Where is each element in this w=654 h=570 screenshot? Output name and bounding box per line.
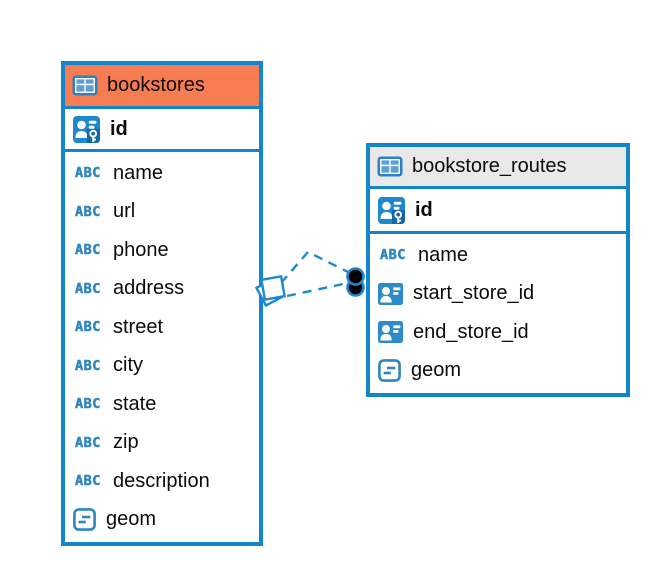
column-row[interactable]: ABC state xyxy=(65,385,259,424)
text-type-icon: ABC xyxy=(75,434,101,452)
column-name: city xyxy=(113,354,143,377)
bookstores-header[interactable]: bookstores xyxy=(65,65,259,109)
primary-key-person-icon xyxy=(378,196,405,224)
relationship-line-2[interactable] xyxy=(286,281,349,298)
column-row[interactable]: ABC name xyxy=(370,236,626,275)
column-name: street xyxy=(113,315,164,338)
column-name: address xyxy=(113,277,185,300)
text-type-icon: ABC xyxy=(380,247,406,264)
table-icon xyxy=(72,75,98,96)
column-row[interactable]: ABC street xyxy=(65,308,259,347)
column-row[interactable]: geom xyxy=(370,352,626,391)
column-name: id xyxy=(415,198,433,221)
table-bookstore-routes[interactable]: bookstore_routes id ABC name xyxy=(366,143,630,397)
column-name: zip xyxy=(113,431,139,454)
table-title: bookstore_routes xyxy=(412,155,567,177)
column-name: name xyxy=(113,161,164,184)
text-type-icon: ABC xyxy=(75,319,101,336)
table-title: bookstores xyxy=(107,74,205,96)
table-icon xyxy=(377,156,403,177)
text-type-icon: ABC xyxy=(75,242,101,259)
column-row-id[interactable]: id xyxy=(65,109,259,152)
column-row[interactable]: ABC url xyxy=(65,193,259,232)
text-type-icon: ABC xyxy=(75,165,101,182)
routes-header[interactable]: bookstore_routes xyxy=(370,147,626,189)
column-row[interactable]: end_store_id xyxy=(370,313,626,352)
column-name: start_store_id xyxy=(413,282,535,305)
relationship-line-1[interactable] xyxy=(280,250,353,284)
column-name: name xyxy=(418,243,469,266)
column-name: id xyxy=(110,117,128,140)
column-name: description xyxy=(113,469,210,492)
column-row[interactable]: ABC phone xyxy=(65,231,259,270)
column-name: url xyxy=(113,200,136,223)
column-row[interactable]: ABC zip xyxy=(65,424,259,463)
geometry-type-icon xyxy=(73,508,96,532)
text-type-icon: ABC xyxy=(75,473,101,490)
dot-cardinality-marker[interactable] xyxy=(346,267,365,297)
routes-columns: ABC name start_store_id xyxy=(370,234,626,393)
column-row[interactable]: ABC description xyxy=(65,462,259,501)
column-row-id[interactable]: id xyxy=(370,189,626,234)
column-row[interactable]: ABC name xyxy=(65,154,259,193)
column-row[interactable]: ABC address xyxy=(65,270,259,309)
text-type-icon: ABC xyxy=(75,357,101,375)
column-name: phone xyxy=(113,238,169,261)
bookstores-columns: ABC name ABC url ABC phone ABC address A… xyxy=(65,152,259,542)
foreign-key-person-icon xyxy=(378,282,403,305)
column-row[interactable]: geom xyxy=(65,501,259,540)
column-row[interactable]: ABC city xyxy=(65,347,259,386)
column-name: state xyxy=(113,392,157,415)
foreign-key-person-icon xyxy=(378,321,403,344)
table-bookstores[interactable]: bookstores id ABC name ABC url xyxy=(61,61,263,546)
text-type-icon: ABC xyxy=(75,203,101,221)
text-type-icon: ABC xyxy=(75,280,101,298)
column-name: end_store_id xyxy=(413,320,529,343)
text-type-icon: ABC xyxy=(75,396,101,413)
column-row[interactable]: start_store_id xyxy=(370,275,626,314)
geometry-type-icon xyxy=(378,359,401,383)
primary-key-person-icon xyxy=(73,115,100,143)
column-name: geom xyxy=(106,508,157,531)
column-name: geom xyxy=(411,359,462,382)
